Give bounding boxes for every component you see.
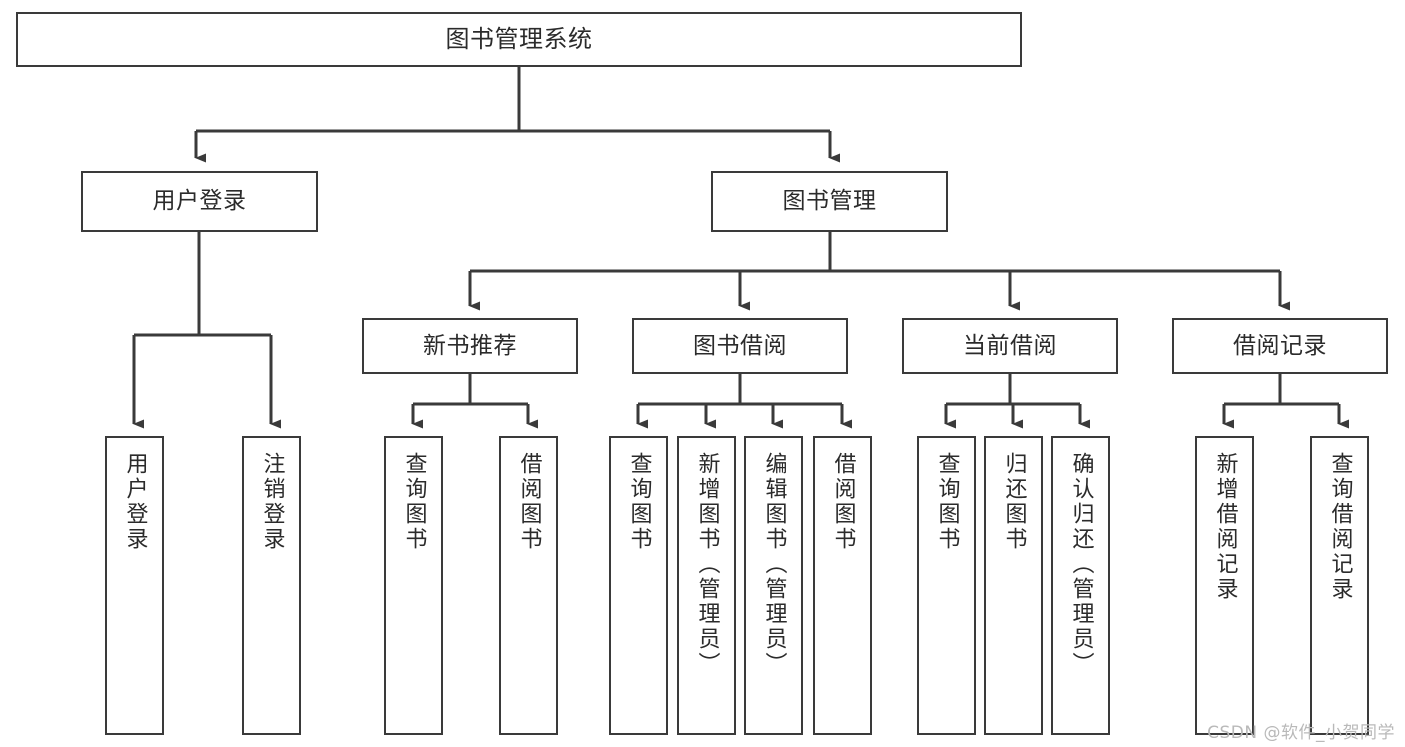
node-label: 借阅图书: [830, 452, 856, 552]
leaf-current-borrow-query-book[interactable]: 查询图书: [917, 436, 976, 735]
node-label: 确认归还（管理员）: [1068, 452, 1094, 677]
node-label: 当前借阅: [963, 332, 1057, 359]
node-book-management[interactable]: 图书管理: [711, 171, 948, 232]
node-label: 用户登录: [122, 452, 148, 552]
node-borrow-record[interactable]: 借阅记录: [1172, 318, 1388, 374]
node-label: 查询借阅记录: [1327, 452, 1353, 602]
leaf-current-borrow-confirm-return-admin[interactable]: 确认归还（管理员）: [1051, 436, 1110, 735]
node-label: 归还图书: [1001, 452, 1027, 552]
node-label: 图书管理: [782, 188, 877, 215]
leaf-book-borrow-edit-book-admin[interactable]: 编辑图书（管理员）: [744, 436, 803, 735]
leaf-borrow-record-add-record[interactable]: 新增借阅记录: [1195, 436, 1254, 735]
node-label: 注销登录: [259, 452, 285, 552]
node-label: 借阅图书: [516, 452, 542, 552]
node-label: 用户登录: [152, 188, 247, 215]
leaf-current-borrow-return-book[interactable]: 归还图书: [984, 436, 1043, 735]
node-label: 新增借阅记录: [1212, 452, 1238, 602]
node-label: 查询图书: [401, 452, 427, 552]
node-current-borrow[interactable]: 当前借阅: [902, 318, 1118, 374]
node-label: 编辑图书（管理员）: [761, 452, 787, 677]
leaf-user-login-login[interactable]: 用户登录: [105, 436, 164, 735]
leaf-book-borrow-query-book[interactable]: 查询图书: [609, 436, 668, 735]
node-label: 新书推荐: [423, 332, 517, 359]
node-book-borrow[interactable]: 图书借阅: [632, 318, 848, 374]
node-label: 借阅记录: [1233, 332, 1327, 359]
node-label: 查询图书: [934, 452, 960, 552]
node-root-system[interactable]: 图书管理系统: [16, 12, 1022, 67]
node-label: 图书管理系统: [445, 24, 593, 53]
leaf-borrow-record-query-record[interactable]: 查询借阅记录: [1310, 436, 1369, 735]
leaf-new-book-borrow-book[interactable]: 借阅图书: [499, 436, 558, 735]
csdn-watermark: CSDN @软件_小贺同学: [1207, 723, 1395, 743]
leaf-book-borrow-borrow-book[interactable]: 借阅图书: [813, 436, 872, 735]
leaf-new-book-query-book[interactable]: 查询图书: [384, 436, 443, 735]
node-label: 新增图书（管理员）: [694, 452, 720, 677]
leaf-book-borrow-add-book-admin[interactable]: 新增图书（管理员）: [677, 436, 736, 735]
node-user-login[interactable]: 用户登录: [81, 171, 318, 232]
leaf-user-login-logout[interactable]: 注销登录: [242, 436, 301, 735]
node-new-book-recommend[interactable]: 新书推荐: [362, 318, 578, 374]
node-label: 查询图书: [626, 452, 652, 552]
node-label: 图书借阅: [693, 332, 787, 359]
